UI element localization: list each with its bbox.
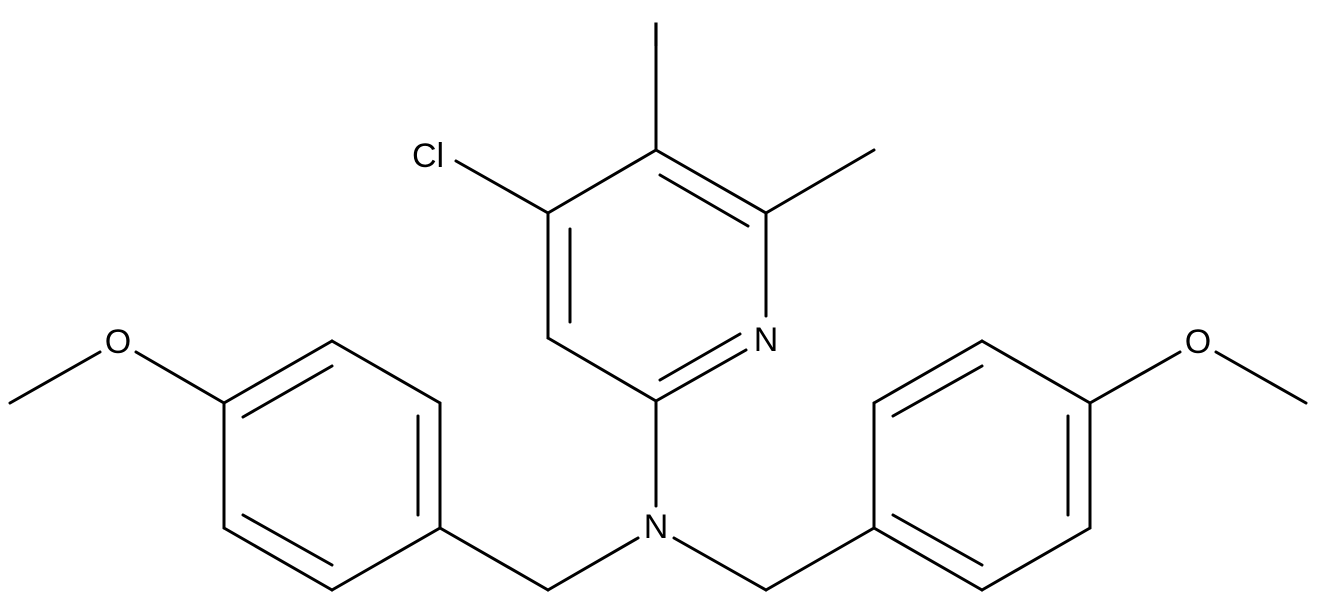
bond-ch2-right-ring (764, 526, 876, 592)
bond-r2-r3 (872, 339, 984, 405)
bond-right-ring-oxygen (1088, 350, 1182, 405)
bond-r6-r1 (872, 526, 984, 592)
bond-ch2-left-ring (438, 526, 550, 592)
atom-chlorine: Cl (412, 137, 444, 175)
bond-l5-l6 (222, 526, 334, 592)
bond-l5-l6-inner (241, 513, 334, 567)
atom-ring-nitrogen: N (754, 321, 779, 359)
bond-left-ring-oxygen (134, 350, 226, 405)
atom-right-oxygen: O (1185, 323, 1211, 361)
bond-l2-l3 (330, 339, 442, 405)
bond-left-oxygen-methyl (8, 350, 102, 405)
bond-c5-c6 (654, 148, 768, 215)
bond-r6-r1-inner (891, 513, 984, 567)
bond-r2-r3-inner (891, 364, 984, 418)
bond-l3-l4-inner (241, 364, 334, 419)
bond-n1-c2-inner (658, 332, 742, 382)
right-benzene-ring (872, 339, 1092, 592)
bond-n1-c2 (654, 348, 748, 403)
bond-r5-r6 (980, 526, 1092, 592)
bond-l6-l1 (330, 526, 442, 592)
atom-amine-nitrogen: N (644, 508, 669, 546)
atom-left-oxygen: O (105, 323, 131, 361)
bond-c5-c4 (546, 148, 658, 215)
bond-right-oxygen-methyl (1214, 350, 1308, 405)
bond-c5-c6-inner (658, 173, 750, 228)
bond-c4-chlorine (454, 159, 550, 215)
atom-iodine: I (651, 16, 660, 54)
pyridine-ring (546, 148, 768, 403)
bond-c6-methyl (764, 148, 876, 215)
left-benzene-ring (222, 339, 442, 592)
bond-r3-r4 (980, 339, 1092, 405)
bond-l3-l4 (222, 339, 334, 405)
bond-c3-c2 (546, 336, 658, 403)
bond-amine-ch2-right (672, 536, 768, 592)
bond-amine-ch2-left (546, 536, 640, 592)
